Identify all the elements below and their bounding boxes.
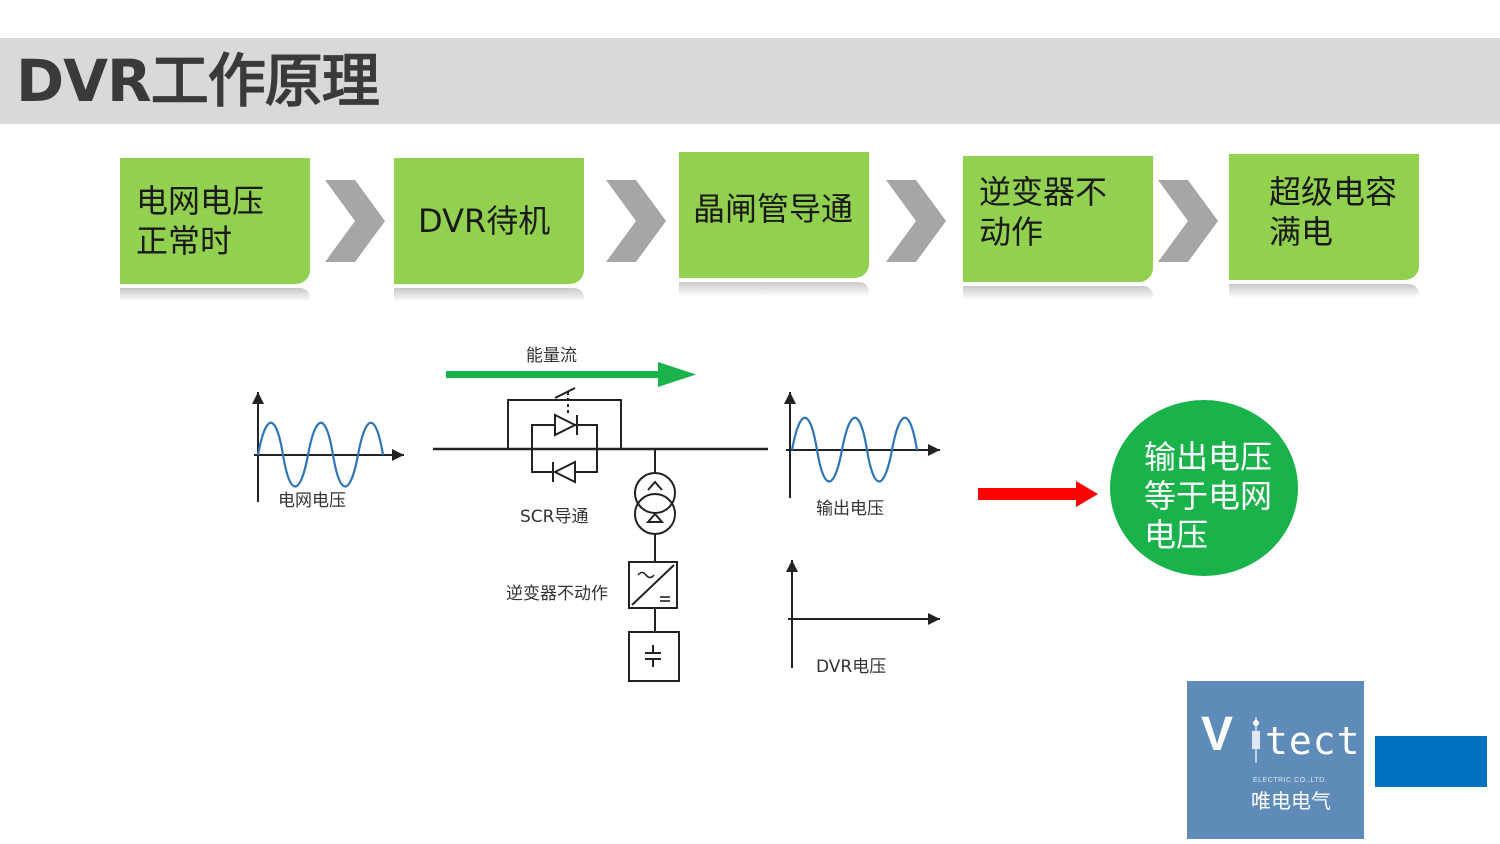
step-label-line2: 动作 [979, 213, 1044, 251]
step-label-line2: 满电 [1269, 213, 1334, 251]
logo-resistor-icon [1252, 717, 1260, 763]
output-voltage-plot [784, 392, 940, 498]
step-label-line1: 逆变器不 [979, 173, 1108, 211]
dvr-voltage-plot [786, 560, 940, 668]
step-dvr-standby: DVR待机 [394, 158, 584, 284]
supercapacitor-block [628, 631, 680, 682]
step-label-line2: 正常时 [136, 222, 233, 260]
company-logo: V tect ELECTRIC CO.,LTD. 唯电电气 [1187, 681, 1364, 839]
title-bar [0, 38, 1500, 124]
scr-label: SCR导通 [520, 507, 589, 527]
step-shadow [394, 288, 584, 302]
step-label-line1: 晶闸管导通 [693, 190, 854, 228]
step-shadow [120, 288, 310, 302]
step-inverter-idle: 逆变器不 动作 [963, 156, 1153, 282]
result-line2: 等于电网 [1144, 477, 1273, 515]
result-circle: 输出电压 等于电网 电压 [1110, 400, 1298, 576]
inverter-label: 逆变器不动作 [506, 584, 608, 604]
chevron-right-icon [886, 180, 946, 262]
chevron-right-icon [606, 180, 666, 262]
energy-flow-label: 能量流 [526, 346, 577, 366]
grid-voltage-plot [252, 392, 404, 502]
step-thyristor-on: 晶闸管导通 [679, 152, 869, 278]
inverter-block [628, 561, 678, 632]
result-line3: 电压 [1144, 516, 1209, 554]
step-label-line1: DVR待机 [418, 202, 551, 240]
step-supercap-full: 超级电容 满电 [1229, 154, 1419, 280]
series-transformer [634, 449, 676, 562]
logo-chinese-name: 唯电电气 [1251, 789, 1331, 813]
step-label-line1: 超级电容 [1269, 173, 1398, 211]
result-line1: 输出电压 [1144, 438, 1273, 476]
step-label-line1: 电网电压 [136, 182, 265, 220]
logo-subtitle: ELECTRIC CO.,LTD. [1253, 777, 1328, 784]
output-voltage-label: 输出电压 [816, 499, 884, 519]
grid-voltage-label: 电网电压 [278, 491, 346, 511]
dvr-voltage-label: DVR电压 [816, 657, 887, 677]
decorative-blue-block [1375, 736, 1487, 787]
step-shadow [679, 282, 869, 296]
page-title: DVR工作原理 [16, 47, 380, 115]
chevron-right-icon [1158, 180, 1218, 262]
energy-flow-arrow [446, 362, 696, 387]
output-voltage-waveform [790, 416, 919, 483]
logo-text: tect [1265, 719, 1361, 763]
step-shadow [963, 286, 1153, 300]
result-arrow [978, 481, 1098, 507]
logo-letter: V [1201, 708, 1234, 761]
scr-bypass [507, 387, 622, 484]
grid-voltage-waveform [256, 421, 385, 488]
step-shadow [1229, 284, 1419, 298]
chevron-right-icon [325, 180, 385, 262]
step-grid-voltage-normal: 电网电压 正常时 [120, 158, 310, 284]
